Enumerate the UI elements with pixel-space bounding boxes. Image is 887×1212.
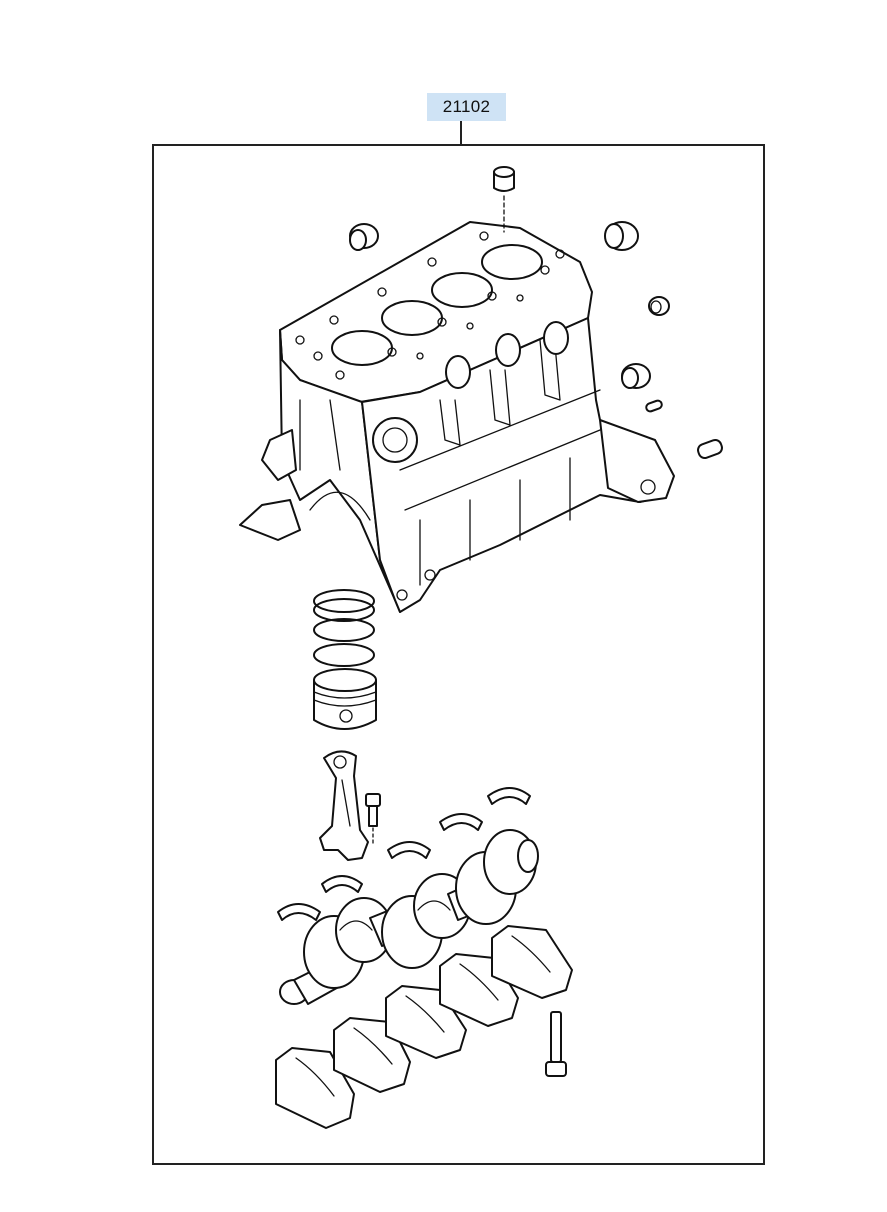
- cam-bushing-left: [349, 223, 379, 251]
- bushing-right-lower: [621, 363, 651, 389]
- dowel-sleeve-right: [697, 439, 723, 459]
- assembly-frame: [152, 144, 765, 1165]
- plug-right: [648, 296, 670, 316]
- core-plug: [445, 355, 471, 389]
- cylinder-bore: [431, 272, 493, 308]
- piston-ring-set: [313, 589, 375, 667]
- core-plug: [543, 321, 569, 355]
- cylinder-bore: [481, 244, 543, 280]
- main-cap-bolt: [545, 1011, 567, 1077]
- connecting-rod: [319, 750, 369, 861]
- part-number-label[interactable]: 21102: [427, 93, 506, 121]
- core-plug: [495, 333, 521, 367]
- dowel-sleeve-top: [493, 166, 515, 233]
- engine-block: [239, 221, 675, 613]
- crankshaft: [279, 829, 539, 1005]
- cylinder-bore: [331, 330, 393, 366]
- upper-bearing-shells: [277, 787, 531, 921]
- rod-bolt: [365, 793, 381, 847]
- leader-line: [460, 121, 462, 145]
- main-bearing-caps: [275, 925, 573, 1129]
- cylinder-bore: [381, 300, 443, 336]
- piston: [313, 668, 377, 730]
- cam-bushing-right: [604, 221, 639, 251]
- dowel-pin: [645, 399, 663, 413]
